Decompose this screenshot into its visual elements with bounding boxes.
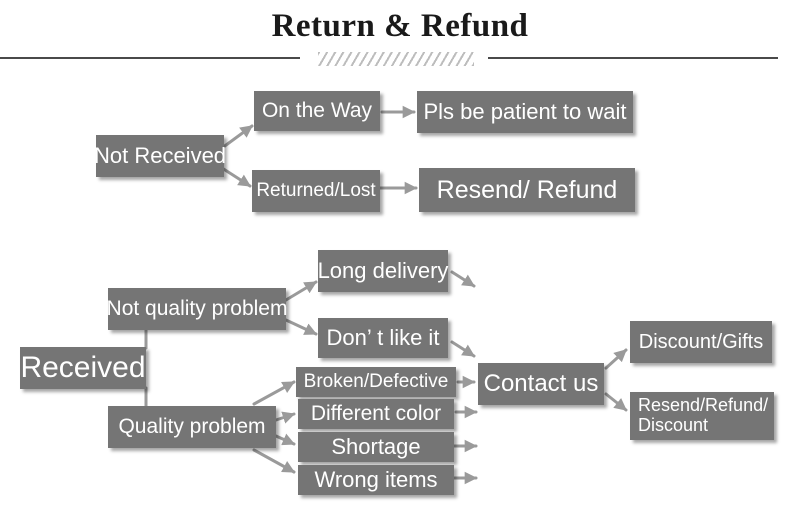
arrow-notreceived-returned xyxy=(220,166,252,188)
node-be-patient: Pls be patient to wait xyxy=(417,91,633,133)
page-title: Return & Refund xyxy=(271,8,529,44)
title-hatch-decoration xyxy=(318,52,474,66)
node-long-delivery: Long delivery xyxy=(318,250,448,292)
node-returned-lost: Returned/Lost xyxy=(252,170,380,212)
node-dont-like-it: Don’ t like it xyxy=(318,318,448,358)
arrow-notreceived-ontheway xyxy=(220,124,254,150)
node-quality-problem: Quality problem xyxy=(108,406,276,448)
node-contact-us: Contact us xyxy=(478,363,604,405)
arrow-quality-wrong xyxy=(252,448,296,474)
node-discount-gifts: Discount/Gifts xyxy=(630,321,772,363)
node-different-color: Different color xyxy=(298,399,454,429)
node-on-the-way: On the Way xyxy=(254,91,380,131)
node-not-quality-problem: Not quality problem xyxy=(107,288,287,330)
arrow-notquality-dontlike xyxy=(284,318,318,336)
arrow-quality-shortage xyxy=(274,433,296,446)
node-wrong-items: Wrong items xyxy=(298,465,454,495)
node-received: Received xyxy=(20,347,146,389)
node-resend-refund-discount: Resend/Refund/ Discount xyxy=(630,392,774,440)
arrow-contact-resend xyxy=(604,392,628,412)
node-broken-defective: Broken/Defective xyxy=(296,367,456,397)
arrow-contact-discount xyxy=(604,348,628,370)
arrow-notquality-long xyxy=(284,280,318,302)
node-not-received: Not Received xyxy=(94,135,226,177)
node-shortage: Shortage xyxy=(298,432,454,462)
node-resend-refund: Resend/ Refund xyxy=(419,168,635,212)
arrow-dontlike-contact xyxy=(450,340,476,358)
title-rule-left xyxy=(0,57,300,59)
arrow-quality-broken xyxy=(252,380,296,406)
title-rule-right xyxy=(488,57,778,59)
node-resend-refund-discount-label: Resend/Refund/ Discount xyxy=(638,395,769,435)
arrow-quality-color xyxy=(274,411,296,424)
arrow-long-out xyxy=(450,270,476,288)
